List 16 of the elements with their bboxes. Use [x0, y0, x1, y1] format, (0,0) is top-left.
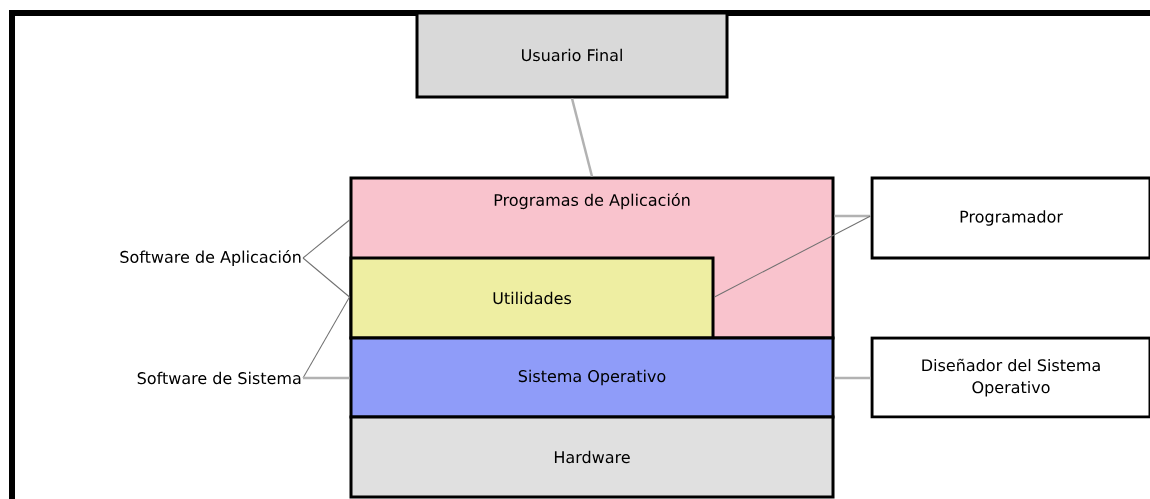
user-box: Usuario Final [415, 11, 729, 99]
leader-line [302, 257, 350, 298]
connector-line [834, 376, 871, 380]
leader-line [302, 219, 350, 259]
leader-line [714, 215, 871, 298]
layer-box: Hardware [349, 415, 835, 499]
bracket-label: Software de Sistema [137, 371, 301, 385]
connector-line [834, 214, 871, 218]
leader-line [302, 296, 350, 379]
bracket-label: Software de Aplicación [120, 249, 301, 267]
role-box: Diseñador del Sistema Operativo [870, 336, 1150, 419]
connector-line [303, 376, 350, 380]
connector-line [570, 98, 594, 177]
layer-box: Sistema Operativo [349, 336, 835, 419]
role-box: Programador [870, 176, 1150, 260]
layer-box: Utilidades [349, 256, 715, 340]
